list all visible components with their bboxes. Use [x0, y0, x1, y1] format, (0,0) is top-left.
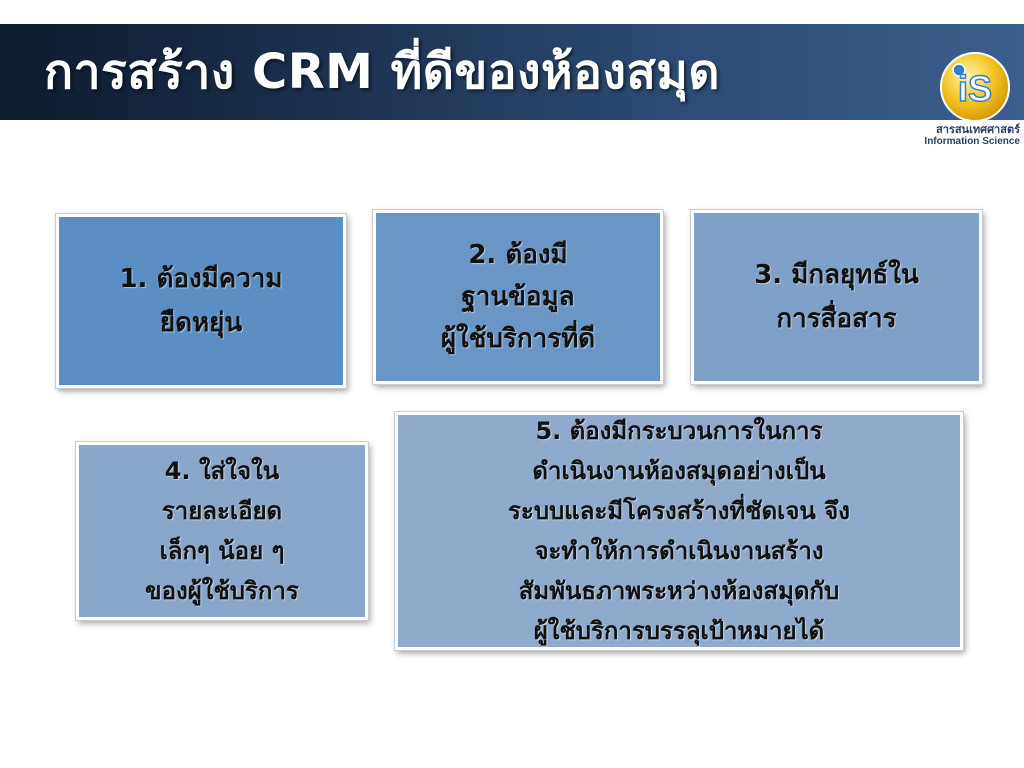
- point-box-1: 1. ต้องมีความยืดหยุ่น: [56, 214, 346, 388]
- point-3-text: 3. มีกลยุทธ์ในการสื่อสาร: [754, 260, 919, 334]
- point-1-text: 1. ต้องมีความยืดหยุ่น: [119, 264, 283, 338]
- point-box-4: 4. ใส่ใจในรายละเอียดเล็กๆ น้อย ๆของผู้ใช…: [76, 442, 368, 620]
- point-box-5: 5. ต้องมีกระบวนการในการดำเนินงานห้องสมุด…: [395, 412, 963, 650]
- point-5-text: 5. ต้องมีกระบวนการในการดำเนินงานห้องสมุด…: [508, 417, 850, 645]
- information-science-logo-icon: iS: [940, 52, 1010, 122]
- slide-title: การสร้าง CRM ที่ดีของห้องสมุด: [44, 44, 721, 100]
- point-box-3: 3. มีกลยุทธ์ในการสื่อสาร: [691, 210, 982, 384]
- logo-caption-thai: สารสนเทศศาสตร์: [936, 124, 1020, 136]
- title-bar: [0, 24, 1024, 120]
- point-4-text: 4. ใส่ใจในรายละเอียดเล็กๆ น้อย ๆของผู้ใช…: [145, 457, 299, 605]
- logo-caption: สารสนเทศศาสตร์ Information Science: [908, 124, 1020, 148]
- logo-caption-english: Information Science: [924, 136, 1020, 147]
- point-box-2: 2. ต้องมีฐานข้อมูลผู้ใช้บริการที่ดี: [373, 210, 663, 384]
- logo-mark: iS: [958, 68, 992, 109]
- point-2-text: 2. ต้องมีฐานข้อมูลผู้ใช้บริการที่ดี: [440, 240, 596, 354]
